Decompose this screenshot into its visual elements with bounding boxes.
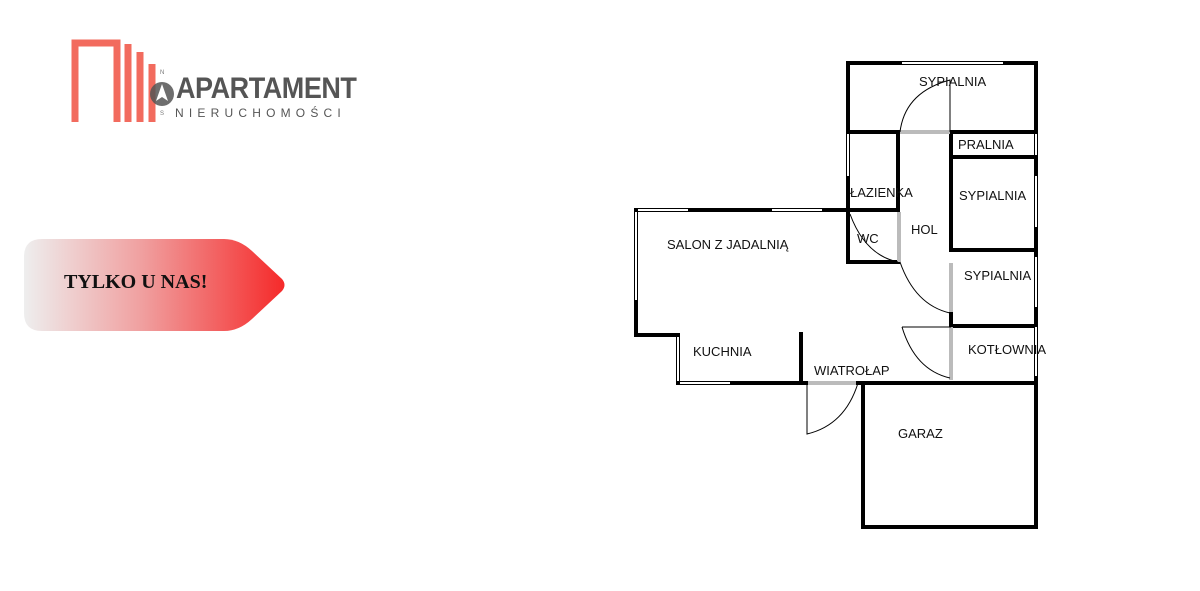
room-label-kitchen: KUCHNIA xyxy=(693,344,752,359)
logo-subtitle: NIERUCHOMOŚCI xyxy=(175,106,346,120)
compass-n: N xyxy=(160,70,165,76)
room-label-hall: HOL xyxy=(911,222,938,237)
room-label-bathroom: ŁAZIENKA xyxy=(850,185,913,200)
room-label-wc: WC xyxy=(857,231,879,246)
room-label-bedroom-1: SYPIALNIA xyxy=(919,74,987,89)
room-label-bedroom-3: SYPIALNIA xyxy=(964,268,1032,283)
logo-brand: APARTAMENT xyxy=(176,72,357,105)
room-label-vestibule: WIATROŁAP xyxy=(814,363,890,378)
badge-text: TYLKO U NAS! xyxy=(64,271,208,293)
room-label-living-dining: SALON Z JADALNIĄ xyxy=(667,237,789,252)
compass-s: S xyxy=(160,111,165,117)
room-label-laundry: PRALNIA xyxy=(958,137,1014,152)
promo-badge xyxy=(24,239,285,331)
room-label-garage: GARAZ xyxy=(898,426,943,441)
logo xyxy=(71,39,174,122)
room-label-bedroom-2: SYPIALNIA xyxy=(959,188,1027,203)
room-label-boiler-room: KOTŁOWNIA xyxy=(968,342,1047,357)
